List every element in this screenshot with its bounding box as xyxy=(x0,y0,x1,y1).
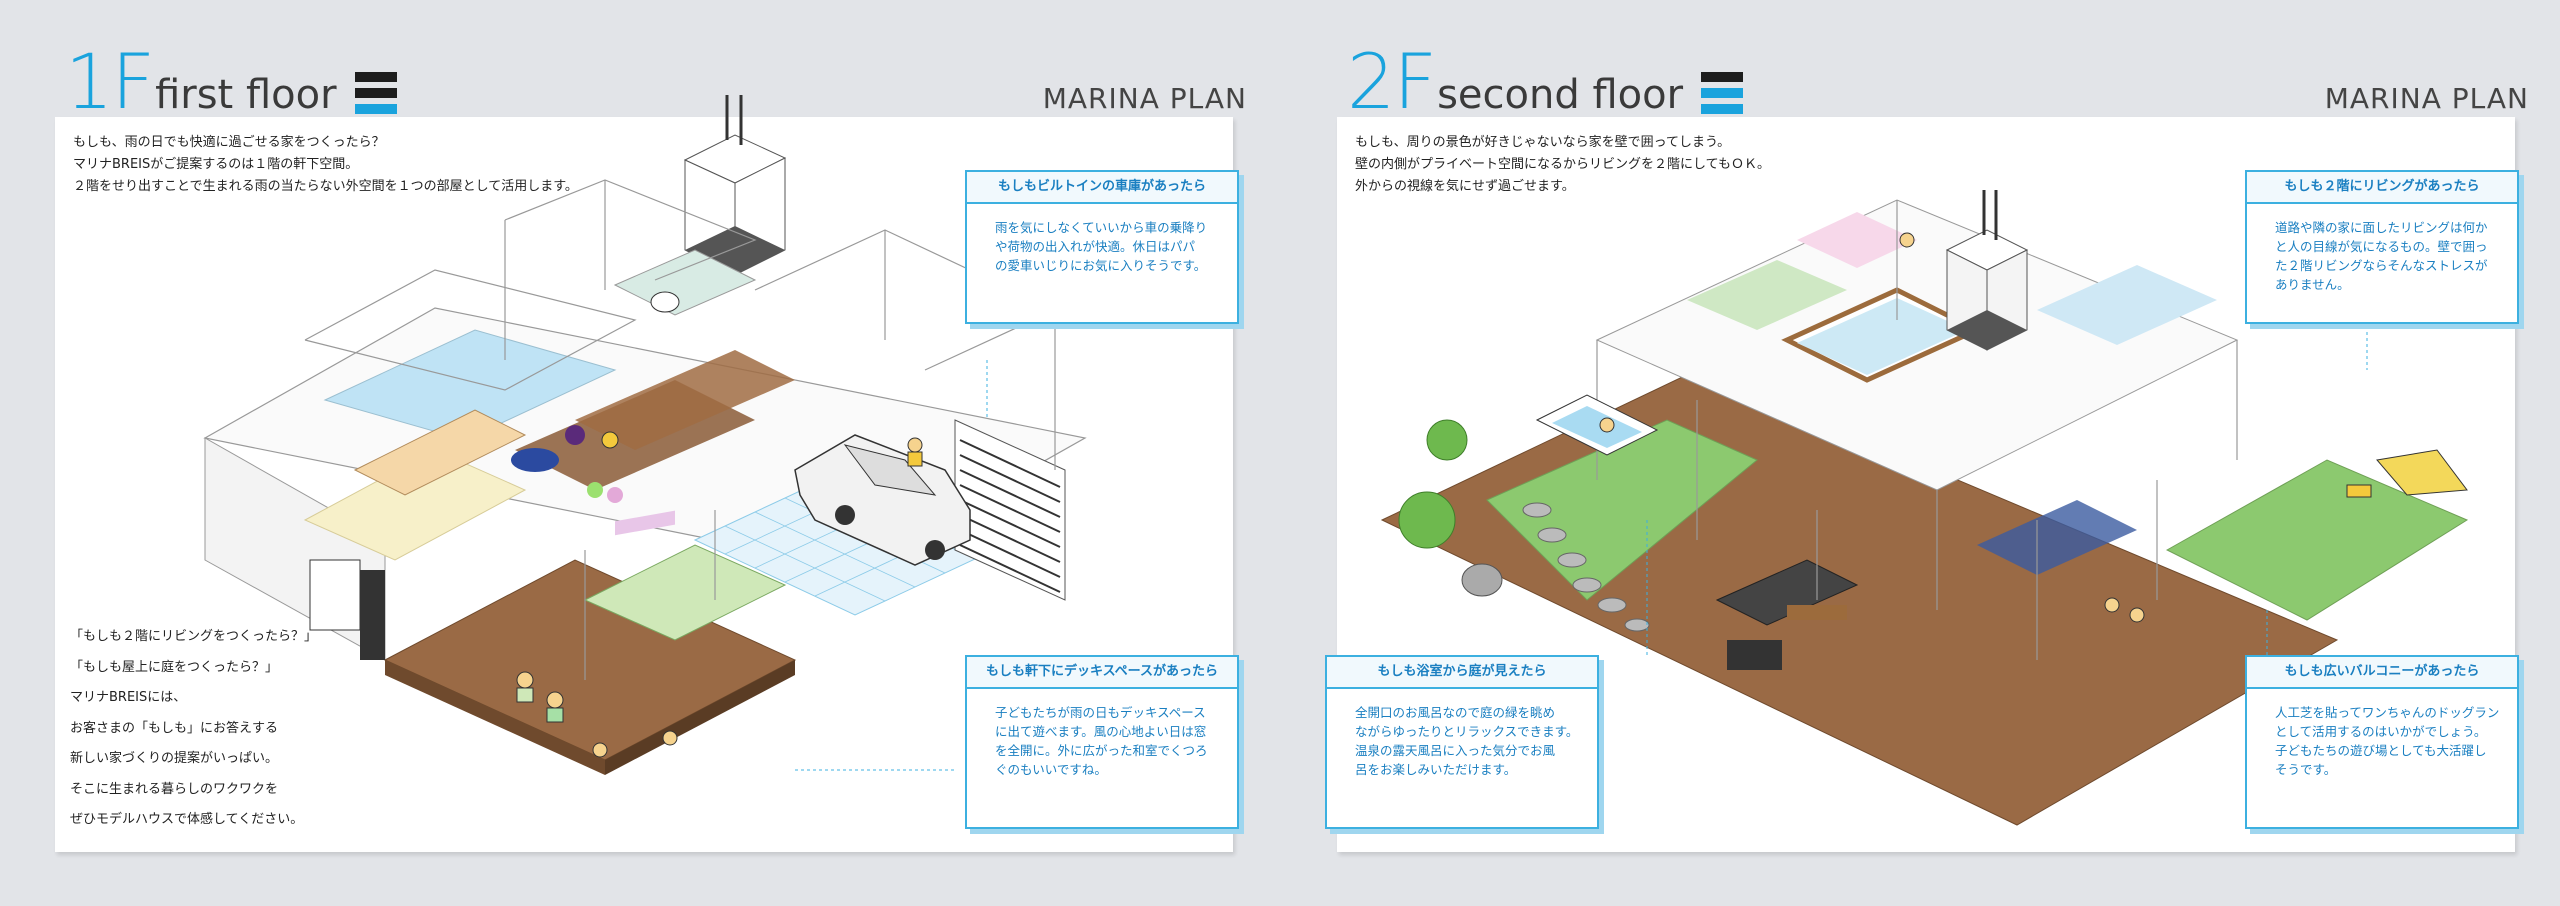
floor-number: 1F xyxy=(65,37,155,126)
intro-text: もしも、周りの景色が好きじゃないなら家を壁で囲ってしまう。 壁の内側がプライベー… xyxy=(1355,132,1770,198)
callout-line: ぐのもいいですね。 xyxy=(995,762,1107,777)
callout-body: 人工芝を貼ってワンちゃんのドッグラン として活用するのはいかがでしょう。 子ども… xyxy=(2247,689,2517,789)
callout-line: 温泉の露天風呂に入った気分でお風 xyxy=(1355,743,1556,758)
callout-title: もしも２階にリビングがあったら xyxy=(2247,172,2517,204)
callout-deck-space: もしも軒下にデッキスペースがあったら 子どもたちが雨の日もデッキスペース に出て… xyxy=(965,655,1239,829)
closing-line: お客さまの「もしも」にお答えする xyxy=(70,720,279,736)
floor-number: 2F xyxy=(1347,37,1437,126)
callout-line: 道路や隣の家に面したリビングは何か xyxy=(2275,220,2488,235)
closing-line: 「もしも屋上に庭をつくったら？」 xyxy=(70,659,279,675)
callout-wide-balcony: もしも広いバルコニーがあったら 人工芝を貼ってワンちゃんのドッグラン として活用… xyxy=(2245,655,2519,829)
callout-line: 人工芝を貼ってワンちゃんのドッグラン xyxy=(2275,705,2500,720)
intro-line: 壁の内側がプライベート空間になるからリビングを２階にしてもＯＫ。 xyxy=(1355,157,1770,172)
floor-stack-icon xyxy=(1701,72,1744,114)
floor-label: first floor xyxy=(155,72,337,118)
callout-line: を全開に。外に広がった和室でくつろ xyxy=(995,743,1208,758)
callout-line: そうです。 xyxy=(2275,762,2337,777)
closing-line: 新しい家づくりの提案がいっぱい。 xyxy=(70,751,279,766)
intro-text: もしも、雨の日でも快適に過ごせる家をつくったら？ マリナBREISがご提案するの… xyxy=(73,132,578,198)
callout-line: 呂をお楽しみいただけます。 xyxy=(1355,762,1517,777)
callout-line: に出て遊べます。風の心地よい日は窓 xyxy=(995,724,1207,739)
closing-line: 「もしも２階にリビングをつくったら？」 xyxy=(70,629,318,644)
callout-line: 全開口のお風呂なので庭の緑を眺め xyxy=(1355,705,1556,720)
intro-line: もしも、雨の日でも快適に過ごせる家をつくったら？ xyxy=(73,135,385,150)
callout-line: ながらゆったりとリラックスできます。 xyxy=(1355,724,1579,739)
callout-body: 子どもたちが雨の日もデッキスペース に出て遊べます。風の心地よい日は窓 を全開に… xyxy=(967,689,1237,789)
callout-body: 雨を気にしなくていいから車の乗降り や荷物の出入れが快適。休日はパパ の愛車いじ… xyxy=(967,204,1237,285)
callout-line: として活用するのはいかがでしょう。 xyxy=(2275,724,2487,739)
closing-text: 「もしも２階にリビングをつくったら？」 「もしも屋上に庭をつくったら？」 マリナ… xyxy=(70,622,317,836)
intro-line: 外からの視線を気にせず過ごせます。 xyxy=(1355,179,1575,194)
callout-line: ありません。 xyxy=(2275,277,2350,292)
callout-line: 子どもたちが雨の日もデッキスペース xyxy=(995,705,1206,720)
callout-body: 全開口のお風呂なので庭の緑を眺め ながらゆったりとリラックスできます。 温泉の露… xyxy=(1327,689,1597,789)
floor-label: second floor xyxy=(1437,72,1684,118)
intro-line: マリナBREISがご提案するのは１階の軒下空間。 xyxy=(73,157,359,172)
callout-bathroom-garden-view: もしも浴室から庭が見えたら 全開口のお風呂なので庭の緑を眺め ながらゆったりとリ… xyxy=(1325,655,1599,829)
closing-line: ぜひモデルハウスで体感してください。 xyxy=(70,812,304,827)
callout-title: もしもビルトインの車庫があったら xyxy=(967,172,1237,204)
intro-line: ２階をせり出すことで生まれる雨の当たらない外空間を１つの部屋として活用します。 xyxy=(73,179,578,194)
second-floor-title: 2F second floor xyxy=(1347,37,1744,126)
floor-stack-icon xyxy=(354,72,397,114)
closing-line: そこに生まれる暮らしのワクワクを xyxy=(70,781,279,797)
callout-line: や荷物の出入れが快適。休日はパパ xyxy=(995,239,1196,254)
first-floor-panel: 1F first floor MARINA PLAN もしも、雨の日でも快適に過… xyxy=(55,40,1247,870)
callout-line: 雨を気にしなくていいから車の乗降り xyxy=(995,220,1208,235)
plan-label: MARINA PLAN xyxy=(1042,82,1247,115)
callout-builtin-garage: もしもビルトインの車庫があったら 雨を気にしなくていいから車の乗降り や荷物の出… xyxy=(965,170,1239,324)
callout-body: 道路や隣の家に面したリビングは何か と人の目線が気になるもの。壁で囲っ た２階リ… xyxy=(2247,204,2517,304)
closing-line: マリナBREISには、 xyxy=(70,690,187,705)
second-floor-panel: 2F second floor MARINA PLAN もしも、周りの景色が好き… xyxy=(1325,37,2529,870)
second-floor-isometric-illustration xyxy=(1380,190,2469,826)
callout-line: の愛車いじりにお気に入りそうです。 xyxy=(995,258,1207,273)
first-floor-isometric-illustration xyxy=(203,95,1087,775)
callout-line: と人の目線が気になるもの。壁で囲っ xyxy=(2275,239,2488,254)
callout-title: もしも浴室から庭が見えたら xyxy=(1327,657,1597,689)
callout-line: た２階リビングならそんなストレスが xyxy=(2275,258,2488,273)
first-floor-title: 1F first floor xyxy=(65,40,397,120)
callout-title: もしも広いバルコニーがあったら xyxy=(2247,657,2517,689)
callout-line: 子どもたちの遊び場としても大活躍し xyxy=(2275,743,2487,758)
intro-line: もしも、周りの景色が好きじゃないなら家を壁で囲ってしまう。 xyxy=(1355,135,1731,150)
callout-title: もしも軒下にデッキスペースがあったら xyxy=(967,657,1237,689)
car-illustration xyxy=(794,434,971,566)
plan-label: MARINA PLAN xyxy=(2324,82,2529,115)
callout-second-floor-living: もしも２階にリビングがあったら 道路や隣の家に面したリビングは何か と人の目線が… xyxy=(2245,170,2519,324)
